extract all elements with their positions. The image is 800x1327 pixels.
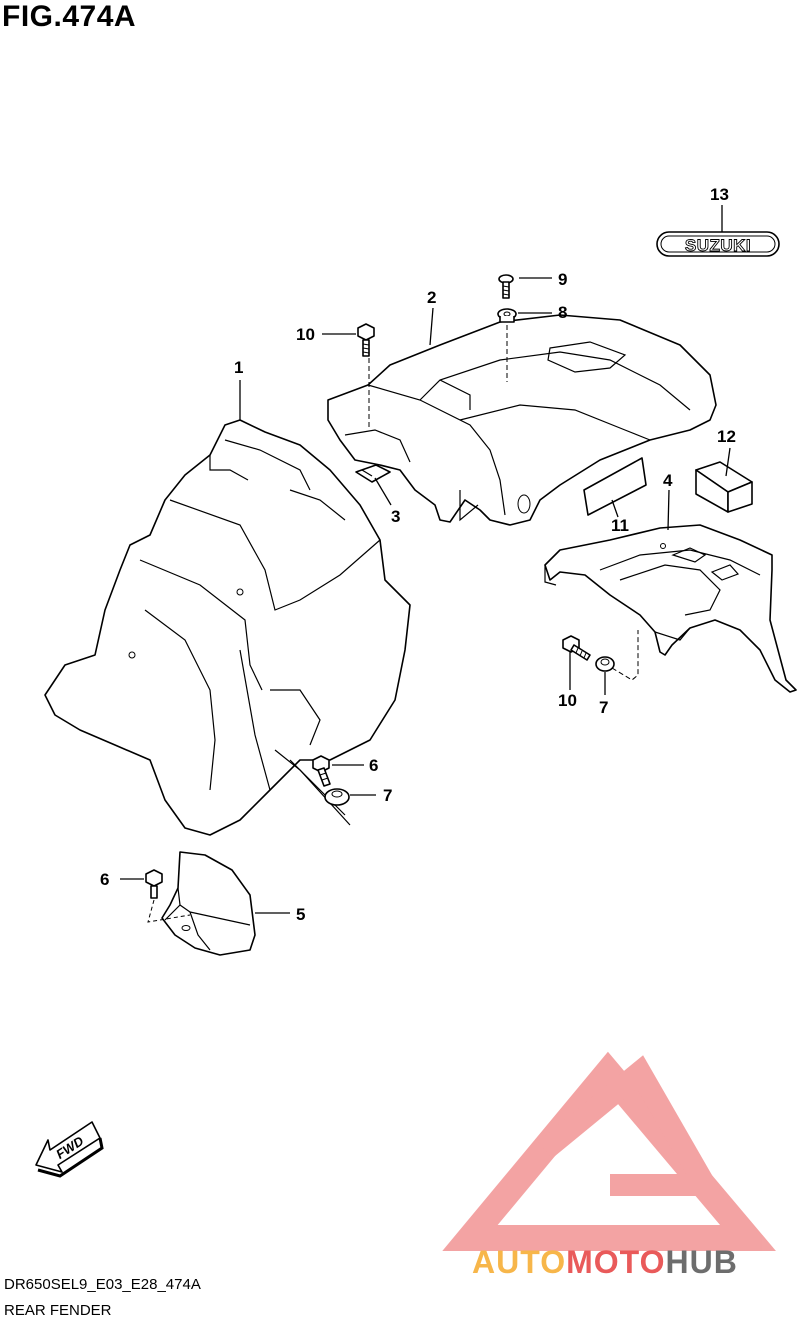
part-5-splash-guard[interactable] xyxy=(161,851,256,956)
callout-3: 3 xyxy=(391,507,400,526)
watermark-part-auto: AUTO xyxy=(472,1244,567,1280)
watermark-part-moto: MOTO xyxy=(566,1244,666,1280)
callout-10a: 10 xyxy=(296,325,315,344)
diagram-name: REAR FENDER xyxy=(4,1302,112,1319)
callout-7a: 7 xyxy=(383,786,392,805)
part-11-reflector[interactable] xyxy=(583,457,647,516)
part-7-grommet-middle[interactable] xyxy=(324,788,350,806)
callout-6a: 6 xyxy=(369,756,378,775)
part-3-clip[interactable] xyxy=(355,464,391,483)
part-10-bolt-right[interactable] xyxy=(562,635,591,661)
part-8-washer[interactable] xyxy=(497,308,517,323)
callout-11: 11 xyxy=(611,516,629,535)
part-7-grommet-right[interactable] xyxy=(595,656,615,672)
part-9-bolt[interactable] xyxy=(498,274,514,299)
part-13-emblem[interactable]: SUZUKI xyxy=(656,231,780,257)
callout-9: 9 xyxy=(558,270,567,289)
callout-1: 1 xyxy=(234,358,243,377)
callout-12: 12 xyxy=(717,427,736,446)
callout-10b: 10 xyxy=(558,691,577,710)
callout-4: 4 xyxy=(663,471,673,490)
callout-8: 8 xyxy=(558,303,567,322)
part-4-bracket[interactable] xyxy=(544,524,797,693)
part-6-bolt-lower[interactable] xyxy=(145,869,163,899)
figure-title: FIG.474A xyxy=(2,0,137,33)
callout-2: 2 xyxy=(427,288,436,307)
fwd-arrow-icon: FWD xyxy=(35,1121,104,1178)
diagram-code: DR650SEL9_E03_E28_474A xyxy=(4,1276,201,1293)
part-1-inner-fender[interactable] xyxy=(44,419,411,836)
callout-6b: 6 xyxy=(100,870,109,889)
emblem-text: SUZUKI xyxy=(685,236,751,255)
part-10-bolt-top[interactable] xyxy=(357,323,375,357)
watermark-logo-icon xyxy=(442,1051,776,1251)
watermark-text: AUTOMOTOHUB xyxy=(472,1244,738,1281)
part-6-bolt-middle[interactable] xyxy=(312,755,331,787)
callout-5: 5 xyxy=(296,905,305,924)
leader-lines xyxy=(120,205,731,923)
part-2-rear-fender[interactable] xyxy=(327,314,717,526)
callout-7b: 7 xyxy=(599,698,608,717)
part-12-damper[interactable] xyxy=(695,461,753,513)
callout-13: 13 xyxy=(710,185,729,204)
watermark-part-hub: HUB xyxy=(665,1244,738,1280)
